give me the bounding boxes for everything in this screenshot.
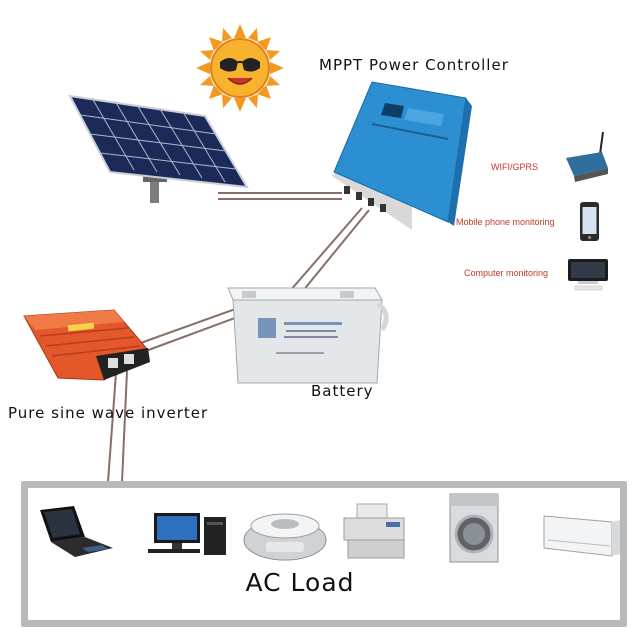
ac-load-label: AC Load [245,568,355,597]
sun-icon [196,24,284,112]
computer-monitor-icon [568,259,608,291]
wire-controller-battery-1 [282,207,363,300]
printer-icon [343,503,405,559]
solar-panel-icon [68,94,249,203]
desktop-computer-icon [148,513,226,555]
mppt-controller-icon [332,81,472,230]
mobile-phone-icon [580,202,599,241]
laptop-icon [40,506,113,557]
ac-load-frame [21,481,627,627]
wifi-gprs-label: WIFI/GPRS [491,162,538,172]
computer-monitoring-label: Computer monitoring [464,268,549,278]
mobile-monitoring-label: Mobile phone monitoring [456,217,555,227]
inverter-icon [23,309,150,381]
wire-inverter-load-1 [107,372,117,483]
wifi-gprs-module-icon [566,131,608,182]
controller-label: MPPT Power Controller [319,56,509,74]
inverter-label: Pure sine wave inverter [8,404,209,422]
washing-machine-icon [449,493,499,563]
battery-label: Battery [311,382,374,400]
air-conditioner-icon [543,515,620,557]
wire-inverter-load-2 [121,370,128,483]
rice-cooker-icon [243,513,327,561]
battery-icon [227,287,389,384]
